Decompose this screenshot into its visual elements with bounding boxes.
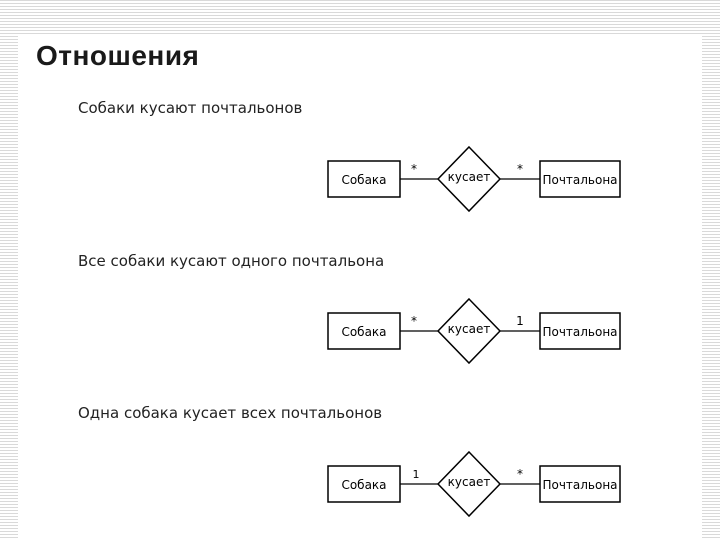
multiplicity-left: * xyxy=(411,314,417,328)
multiplicity-right: * xyxy=(517,467,523,481)
multiplicity-right: 1 xyxy=(516,314,524,328)
entity-left-label: Собака xyxy=(341,325,386,339)
entity-box-left xyxy=(327,160,401,198)
background-pattern-left xyxy=(0,78,18,540)
er-diagram-many-to-one: Все собаки кусают одного почтальона Соба… xyxy=(78,252,621,365)
relationship-diamond xyxy=(436,450,502,518)
multiplicity-right: * xyxy=(517,162,523,176)
er-diagram-one-to-many: Одна собака кусает всех почтальонов Соба… xyxy=(78,404,621,518)
slide-title: Отношения xyxy=(36,40,200,71)
entity-right-label: Почтальона xyxy=(542,173,617,187)
entity-box-right xyxy=(539,312,621,350)
content-area xyxy=(18,78,702,540)
entity-right-label: Почтальона xyxy=(542,325,617,339)
entity-left-label: Собака xyxy=(341,478,386,492)
er-diagram-many-to-many: Собаки кусают почтальонов Собака * кусае… xyxy=(78,99,621,213)
diagram-caption: Собаки кусают почтальонов xyxy=(78,99,302,117)
relationship-label: кусает xyxy=(448,322,491,336)
entity-box-right xyxy=(539,160,621,198)
multiplicity-left: * xyxy=(411,162,417,176)
relationship-label: кусает xyxy=(448,170,491,184)
diagram-caption: Все собаки кусают одного почтальона xyxy=(78,252,384,270)
entity-box-right xyxy=(539,465,621,503)
relationship-label: кусает xyxy=(448,475,491,489)
entity-right-label: Почтальона xyxy=(542,478,617,492)
diagram-caption: Одна собака кусает всех почтальонов xyxy=(78,404,382,422)
relationship-diamond xyxy=(436,297,502,365)
background-pattern-right xyxy=(702,78,720,540)
entity-left-label: Собака xyxy=(341,173,386,187)
multiplicity-left: 1 xyxy=(413,468,420,481)
entity-box-left xyxy=(327,312,401,350)
relationship-diamond xyxy=(436,145,502,213)
entity-box-left xyxy=(327,465,401,503)
title-band xyxy=(18,36,702,78)
